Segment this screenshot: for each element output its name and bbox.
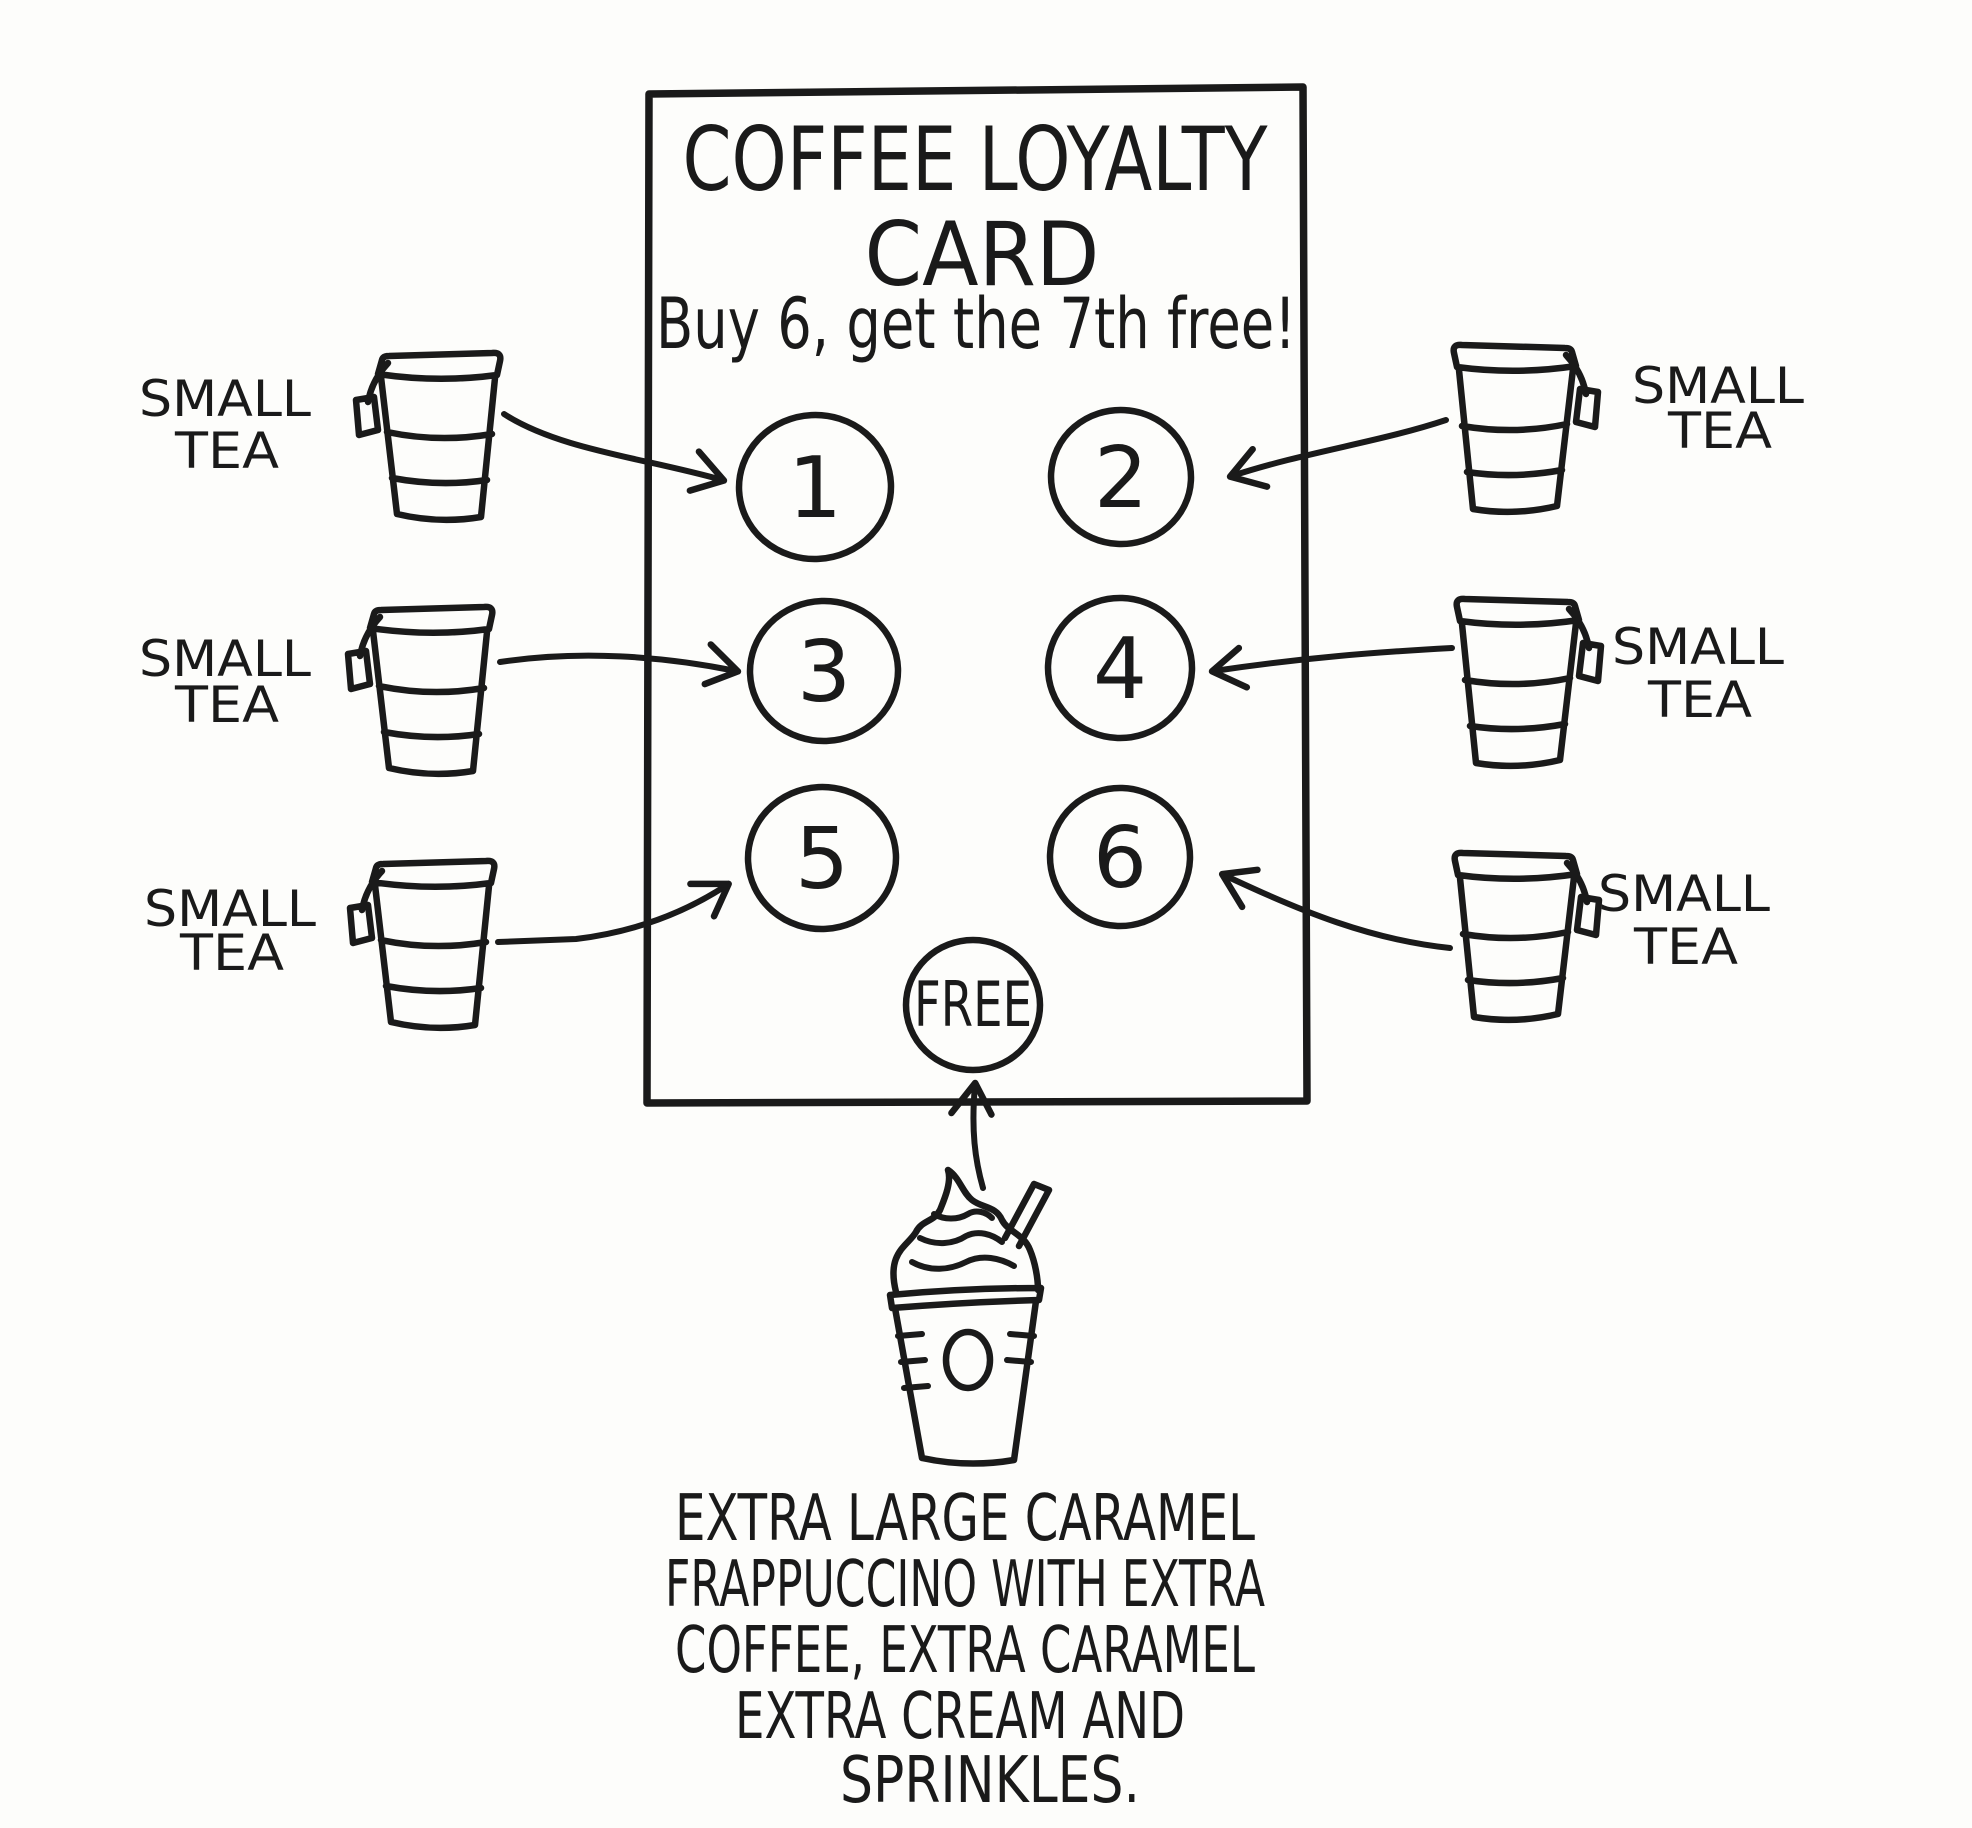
stamp-number: 3 bbox=[797, 623, 851, 722]
small-tea-label-left-2: SMALL TEA bbox=[139, 630, 311, 734]
label-line1: SMALL bbox=[139, 370, 311, 428]
label-line2: TEA bbox=[174, 422, 279, 480]
label-line1: SMALL bbox=[139, 630, 311, 688]
small-tea-label-right-2: SMALL TEA bbox=[1612, 618, 1784, 729]
arrow-right-cup3-to-stamp6 bbox=[1218, 866, 1453, 951]
stamp-2: 2 bbox=[1047, 406, 1195, 548]
card-border bbox=[643, 83, 1311, 1107]
stamp-4: 4 bbox=[1044, 594, 1196, 742]
caption-line-5: SPRINKLES. bbox=[840, 1744, 1140, 1818]
free-stamp: FREE bbox=[902, 936, 1044, 1074]
cup-rim bbox=[886, 1284, 1045, 1312]
card-title-line1: COFFEE LOYALTY bbox=[683, 108, 1268, 211]
loyalty-card: COFFEE LOYALTY CARD Buy 6, get the 7th f… bbox=[643, 83, 1311, 1107]
small-tea-label-right-3: SMALL TEA bbox=[1598, 865, 1770, 976]
card-title-line2: CARD bbox=[865, 203, 1100, 306]
arrow-frappuccino-to-free-stamp bbox=[948, 1079, 995, 1191]
whipped-cream bbox=[890, 1166, 1042, 1296]
cup-side-dashes bbox=[895, 1331, 1037, 1391]
stamp-1: 1 bbox=[735, 411, 895, 563]
stamp-circle bbox=[746, 597, 902, 745]
arrow-left-cup1-to-stamp1 bbox=[501, 411, 728, 494]
cream-swirl-lines bbox=[909, 1208, 1017, 1272]
arrow-right-cup1-to-stamp2 bbox=[1226, 417, 1449, 490]
free-stamp-label: FREE bbox=[914, 968, 1032, 1041]
arrow-left-cup3-to-stamp5 bbox=[495, 880, 732, 945]
stamp-5: 5 bbox=[744, 783, 900, 933]
label-line2: TEA bbox=[179, 924, 284, 982]
stamp-circle bbox=[1044, 594, 1196, 742]
label-line1: SMALL bbox=[1612, 618, 1784, 676]
label-line1: SMALL bbox=[144, 880, 316, 938]
small-tea-label-left-1: SMALL TEA bbox=[139, 370, 311, 480]
label-line2: TEA bbox=[1633, 918, 1738, 976]
label-line2: TEA bbox=[1647, 671, 1752, 729]
caption-line-2: FRAPPUCCINO WITH EXTRA bbox=[665, 1548, 1265, 1622]
frappuccino bbox=[886, 1166, 1053, 1467]
caption-line-3: COFFEE, EXTRA CARAMEL bbox=[675, 1614, 1255, 1688]
small-tea-label-left-3: SMALL TEA bbox=[144, 880, 316, 982]
stamp-circle bbox=[1046, 784, 1194, 930]
label-line1: SMALL bbox=[1598, 865, 1770, 923]
stamp-circle bbox=[744, 783, 900, 933]
label-line2: TEA bbox=[174, 676, 279, 734]
caption-line-4: EXTRA CREAM AND bbox=[735, 1680, 1185, 1754]
frappuccino-caption: EXTRA LARGE CARAMEL FRAPPUCCINO WITH EXT… bbox=[665, 1482, 1265, 1818]
caption-line-1: EXTRA LARGE CARAMEL bbox=[675, 1482, 1255, 1556]
card-subtitle: Buy 6, get the 7th free! bbox=[656, 283, 1296, 365]
stamp-circle bbox=[1047, 406, 1195, 548]
arrow-left-cup2-to-stamp3 bbox=[497, 641, 742, 688]
stamp-number: 2 bbox=[1094, 429, 1148, 528]
cup-logo-o bbox=[942, 1328, 994, 1392]
stamp-3: 3 bbox=[746, 597, 902, 745]
free-stamp-circle bbox=[902, 936, 1044, 1074]
arrow-right-cup2-to-stamp4 bbox=[1208, 644, 1455, 691]
stamp-circle bbox=[735, 411, 895, 563]
label-line2: TEA bbox=[1667, 402, 1772, 460]
label-line1: SMALL bbox=[1632, 357, 1804, 415]
stamp-number: 1 bbox=[788, 439, 842, 538]
stamp-number: 6 bbox=[1093, 809, 1147, 908]
stamp-number: 4 bbox=[1093, 620, 1147, 719]
stamp-6: 6 bbox=[1046, 784, 1194, 930]
small-tea-label-right-1: SMALL TEA bbox=[1632, 357, 1804, 460]
stamp-number: 5 bbox=[795, 810, 849, 909]
